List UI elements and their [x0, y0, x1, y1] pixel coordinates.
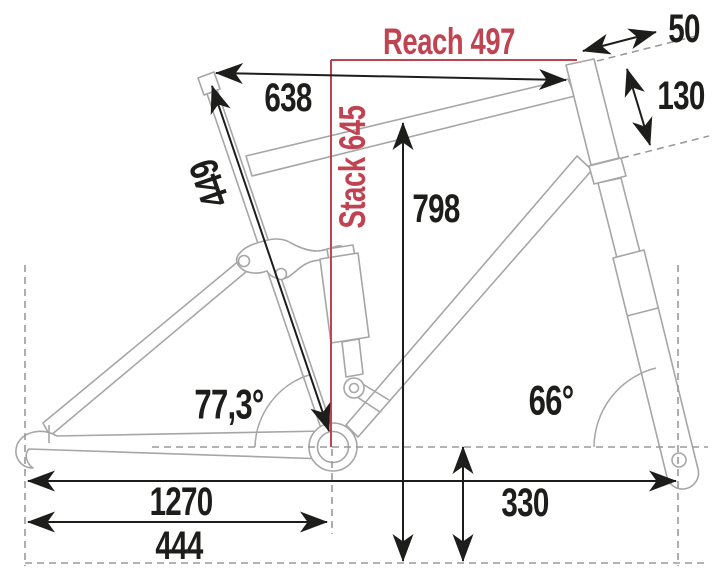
wheelbase-label: 1270: [150, 480, 213, 524]
stem-dim-line: [582, 28, 657, 55]
reference-dashed-lines: [24, 34, 710, 566]
dimension-lines: [27, 28, 677, 562]
head-tube-dim-line: [624, 68, 653, 146]
chainstay-label: 444: [155, 524, 203, 568]
standover-label: 798: [412, 187, 459, 231]
reach-stack-lines: [330, 59, 577, 447]
head-tube: [565, 58, 620, 166]
shock-body: [319, 252, 370, 344]
stack-label: Stack 645: [332, 105, 373, 228]
top-tube-dim-line: [215, 63, 567, 90]
chainstay-and-dropout: [15, 430, 327, 469]
fork-lowers-seam: [626, 307, 659, 317]
front-axle: [671, 452, 687, 468]
head-bottom-plane: [621, 135, 710, 159]
seat-angle-label: 77,3°: [194, 381, 263, 428]
fork-lowers: [612, 249, 700, 490]
reach-label: Reach 497: [383, 21, 515, 62]
shock-shaft: [341, 338, 364, 378]
head-tube-label: 130: [657, 74, 704, 118]
stem-label: 50: [668, 7, 700, 51]
head-angle-label: 66°: [529, 377, 574, 424]
rocker-pivot-front: [237, 254, 251, 268]
bb-height-label: 330: [501, 481, 548, 525]
headset-cup: [588, 157, 627, 185]
seat-tube-dim-line: [210, 85, 331, 432]
head-angle-arc: [593, 367, 657, 448]
shock-eyelet-bolt: [348, 382, 360, 394]
shock-mount-line: [360, 382, 390, 401]
top-tube-label: 638: [264, 76, 311, 120]
